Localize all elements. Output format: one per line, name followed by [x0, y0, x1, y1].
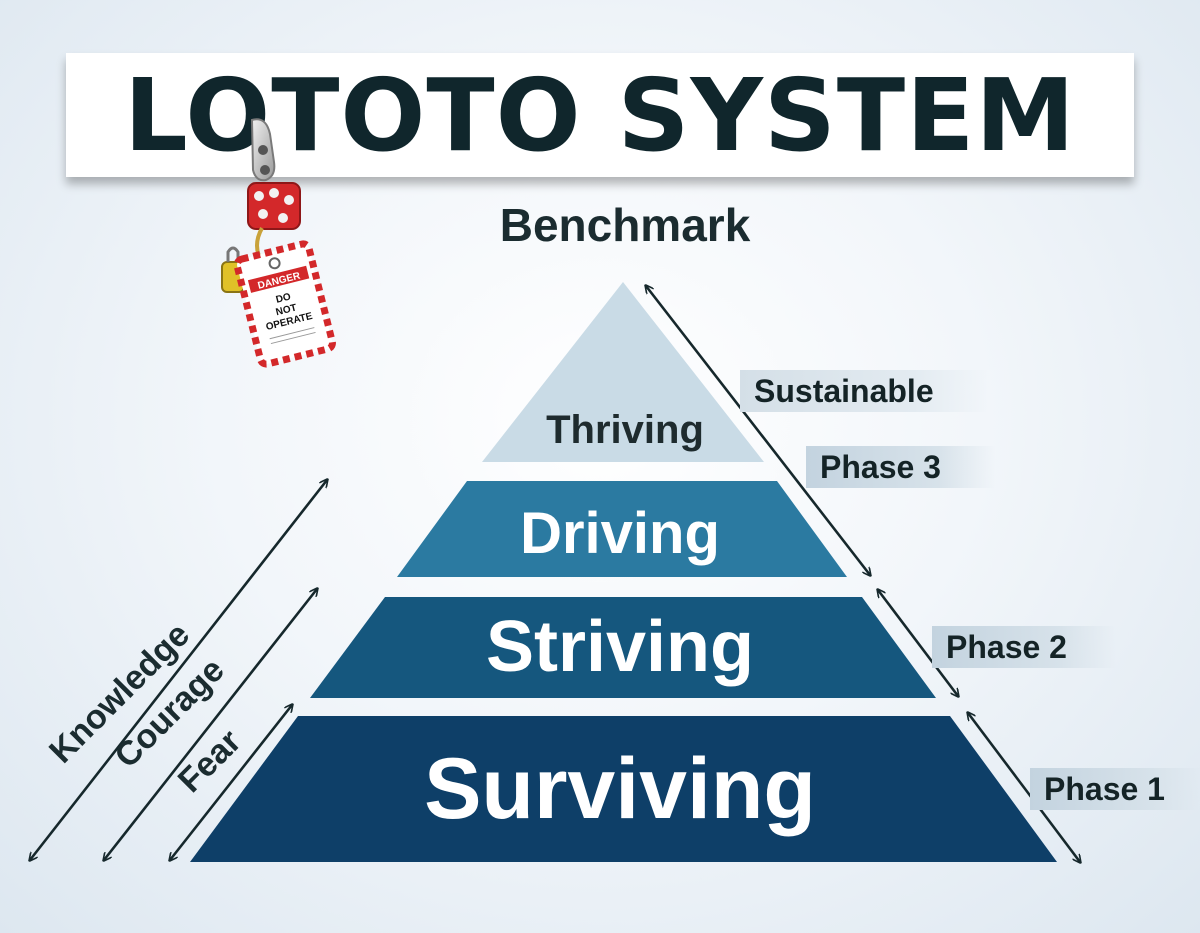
page-title: LOTOTO SYSTEM: [124, 56, 1076, 174]
danger-tag-icon: DANGER DO NOT OPERATE: [233, 240, 336, 368]
title-banner: LOTOTO SYSTEM: [66, 53, 1134, 177]
tier-striving-shape: [310, 597, 936, 698]
phase3-label: Phase 3: [806, 446, 995, 488]
phase2-arrow: [878, 590, 958, 696]
tier-striving-label: Striving: [485, 607, 755, 687]
sustainable-label: Sustainable: [740, 370, 989, 412]
tier-thriving-label: Thriving: [546, 408, 704, 452]
sustainable-arrow: [646, 286, 870, 575]
benchmark-label: Benchmark: [499, 199, 751, 251]
tier-driving-label: Driving: [520, 501, 720, 566]
tier-surviving-label: Surviving: [424, 741, 816, 837]
tier-surviving-shape: [190, 716, 1057, 862]
danger-tag-line2: NOT: [275, 302, 298, 318]
phase2-label: Phase 2: [932, 626, 1116, 668]
danger-tag-line1: DO: [275, 291, 292, 305]
fear-arrow: [170, 705, 292, 860]
phase1-label: Phase 1: [1030, 768, 1200, 810]
phase1-arrow: [968, 713, 1080, 862]
